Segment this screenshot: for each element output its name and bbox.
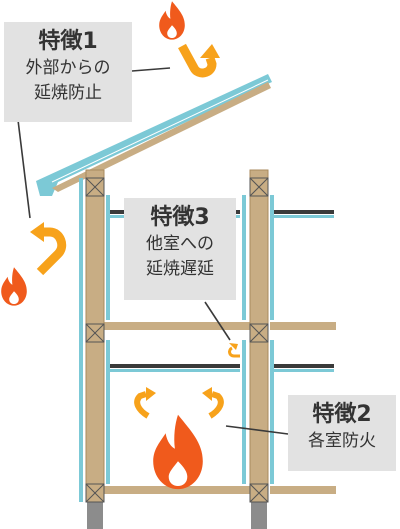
roof <box>36 74 272 196</box>
insulation-left-inner-lower <box>106 340 110 484</box>
foundation-left <box>87 500 103 529</box>
curved-arrow-icon <box>178 43 220 78</box>
insulation-mid-right-upper <box>270 195 274 320</box>
flame-icon <box>153 414 203 490</box>
cross-brace-icon <box>85 483 105 503</box>
curved-arrow-icon <box>228 343 240 358</box>
beam-mid-right <box>270 322 336 330</box>
upper-deck-insulation-right <box>272 215 334 218</box>
lower-deck-left <box>110 364 240 368</box>
lower-deck-right <box>272 364 334 368</box>
joints <box>85 177 269 503</box>
flame-icon <box>1 267 27 306</box>
wall-insulation <box>79 178 274 502</box>
feature-3-label: 特徴3 他室への 延焼遅延 <box>124 198 236 300</box>
cross-brace-icon <box>85 177 105 197</box>
feature-2-line-1: 各室防火 <box>308 431 376 451</box>
feature-3-line-2: 延焼遅延 <box>146 259 214 279</box>
insulation-mid-left-lower <box>242 340 246 484</box>
feature-3-line-1: 他室への <box>146 234 214 254</box>
leader-feature3 <box>204 301 231 341</box>
insulation-left-inner-upper <box>106 195 110 320</box>
flame-icon <box>159 1 185 40</box>
feature-1-title: 特徴1 <box>38 29 98 54</box>
insulation-outer-left <box>79 178 83 502</box>
roof-structure <box>52 82 271 192</box>
beam-bottom-right <box>270 486 336 494</box>
feature-3-title: 特徴3 <box>150 205 210 230</box>
leader-feature1-arrow <box>17 119 31 219</box>
upper-deck-right <box>272 210 334 214</box>
leader-feature1-roof <box>131 67 171 72</box>
beam-mid-left <box>104 322 250 330</box>
curved-arrow-icon <box>202 387 224 419</box>
roof-panel <box>36 74 272 196</box>
curved-arrow-icon <box>30 222 67 276</box>
beam-bottom-left <box>104 486 250 494</box>
foundation-right <box>251 500 267 529</box>
leader-lines <box>17 67 289 435</box>
leader-feature2 <box>225 425 289 435</box>
cross-brace-icon <box>249 483 269 503</box>
roof-edge-line <box>51 79 269 183</box>
insulation-mid-right-lower <box>270 340 274 484</box>
cross-brace-icon <box>249 177 269 197</box>
flames <box>1 1 203 490</box>
insulation-mid-left-upper <box>242 195 246 320</box>
curved-arrow-icon <box>134 387 156 419</box>
feature-1-line-2: 延焼防止 <box>34 83 102 103</box>
lower-deck-insulation-left <box>110 369 240 372</box>
feature-2-label: 特徴2 各室防火 <box>288 395 396 471</box>
cross-brace-icon <box>249 323 269 343</box>
cross-brace-icon <box>85 323 105 343</box>
feature-1-label: 特徴1 外部からの 延焼防止 <box>4 22 132 122</box>
beams <box>104 322 336 494</box>
feature-2-title: 特徴2 <box>312 402 372 427</box>
arrows <box>30 43 240 419</box>
lower-deck-insulation-right <box>272 369 334 372</box>
feature-1-line-1: 外部からの <box>25 58 111 78</box>
